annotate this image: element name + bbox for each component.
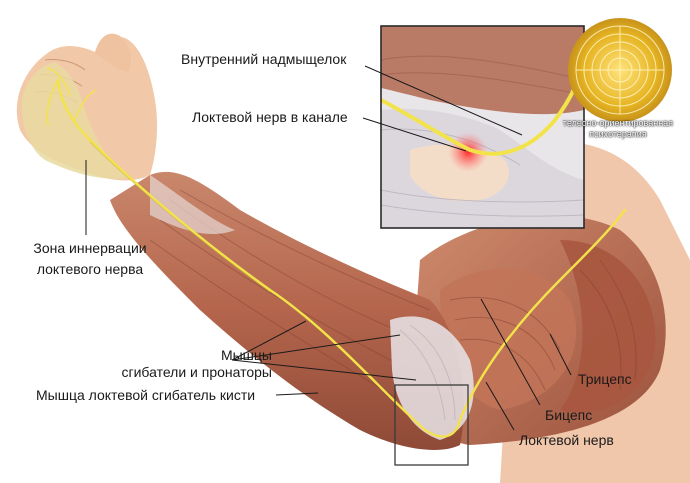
- label-triceps: Трицепс: [578, 371, 632, 387]
- ulnar-nerve-path: [46, 67, 627, 438]
- innervation-zone: [21, 62, 130, 179]
- logo-text: телесно-ориентированная психотерапия: [548, 118, 688, 140]
- label-flexor-carpi-ulnaris: Мышца локтевой сгибатель кисти: [36, 387, 256, 403]
- label-medial-epicondyle: Внутренний надмыщелок: [181, 51, 347, 67]
- label-ulnar-nerve: Локтевой нерв: [519, 432, 614, 448]
- logo-text-line1: телесно-ориентированная: [562, 118, 674, 128]
- elbow-tendons: [390, 316, 474, 440]
- inset-frame: [380, 25, 585, 229]
- logo-text-line2: психотерапия: [589, 129, 647, 139]
- triceps-shape: [560, 240, 656, 413]
- label-biceps: Бицепс: [545, 407, 593, 423]
- inset-view: [381, 26, 584, 228]
- elbow-highlight-box: [394, 384, 469, 466]
- label-flexors-line2: сгибатели и пронаторы: [121, 364, 272, 380]
- label-flexors: Мышцы сгибатели и пронаторы: [90, 347, 272, 381]
- label-flexors-line1: Мышцы: [220, 347, 272, 363]
- label-ulnar-nerve-in-canal: Локтевой нерв в канале: [192, 109, 348, 125]
- wrist-tendons: [150, 175, 235, 235]
- label-innervation-zone-line1: Зона иннервации: [33, 240, 147, 256]
- label-innervation-zone: Зона иннервации локтевого нерва: [20, 240, 160, 278]
- thumb: [95, 33, 132, 72]
- label-innervation-zone-line2: локтевого нерва: [36, 261, 144, 277]
- logo-icon: [568, 18, 672, 122]
- leader-lines: [85, 65, 572, 431]
